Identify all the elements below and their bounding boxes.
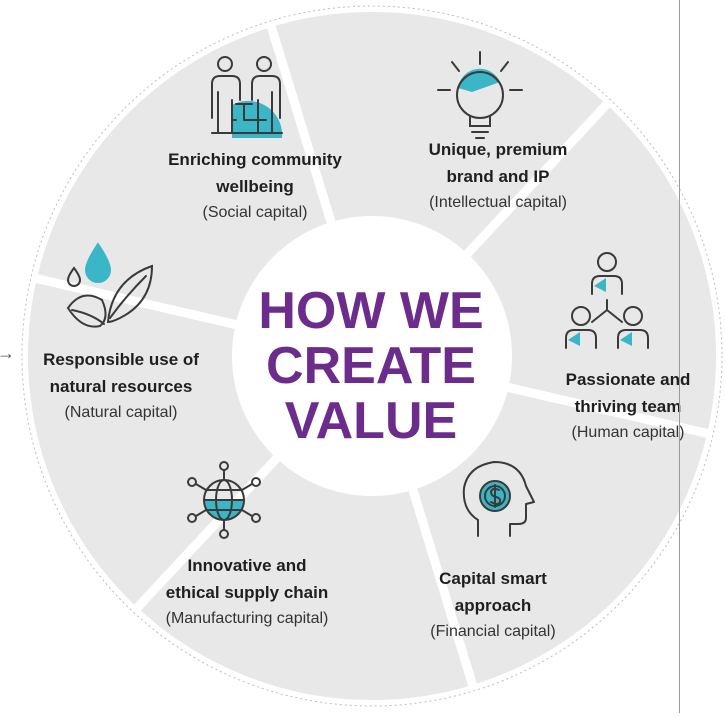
center-title: HOW WE CREATE VALUE <box>236 284 506 449</box>
center-title-line-2: CREATE <box>266 337 476 395</box>
segment-natural-title-2: natural resources <box>49 377 193 396</box>
segment-social-label: Enriching community wellbeing (Social ca… <box>140 146 370 226</box>
segment-natural-title-1: Responsible use of <box>43 350 199 369</box>
center-circle <box>232 216 512 496</box>
segment-human-title-2: thriving team <box>574 397 682 416</box>
segment-natural-subtitle: (Natural capital) <box>64 404 178 421</box>
center-title-line-1: HOW WE <box>258 282 484 340</box>
community-people-icon <box>211 56 283 138</box>
segment-intellectual-label: Unique, premium brand and IP (Intellectu… <box>398 136 598 216</box>
segment-financial-label: Capital smart approach (Financial capita… <box>398 565 588 645</box>
segment-financial-title-2: approach <box>454 596 532 615</box>
outer-dashed-ring <box>21 5 723 707</box>
water-leaf-icon <box>66 242 154 328</box>
segment-financial-title-1: Capital smart <box>439 569 547 588</box>
segment-social-subtitle: (Social capital) <box>202 204 308 221</box>
segment-natural-label: Responsible use of natural resources (Na… <box>24 346 218 426</box>
segment-human-label: Passionate and thriving team (Human capi… <box>538 366 718 446</box>
segment-manufacturing-subtitle: (Manufacturing capital) <box>165 610 329 627</box>
segment-human-subtitle: (Human capital) <box>571 424 685 441</box>
center-title-line-3: VALUE <box>284 392 458 450</box>
segment-intellectual-title-1: Unique, premium <box>428 140 568 159</box>
arrow-right-icon: → <box>0 343 15 363</box>
segment-manufacturing-label: Innovative and ethical supply chain (Man… <box>140 552 354 632</box>
globe-network-icon <box>187 461 261 539</box>
segment-manufacturing-title-2: ethical supply chain <box>165 583 329 602</box>
dollar-head-icon <box>462 461 535 537</box>
team-hierarchy-icon <box>565 252 649 349</box>
segment-manufacturing-title-1: Innovative and <box>187 556 307 575</box>
lightbulb-icon <box>437 51 523 139</box>
segment-financial-subtitle: (Financial capital) <box>430 623 556 640</box>
segment-intellectual-subtitle: (Intellectual capital) <box>429 194 567 211</box>
segment-social-title-1: Enriching community <box>168 150 342 169</box>
segment-intellectual-title-2: brand and IP <box>446 167 550 186</box>
segment-social-title-2: wellbeing <box>216 177 294 196</box>
segment-human-title-1: Passionate and <box>565 370 691 389</box>
vertical-divider <box>679 0 680 713</box>
